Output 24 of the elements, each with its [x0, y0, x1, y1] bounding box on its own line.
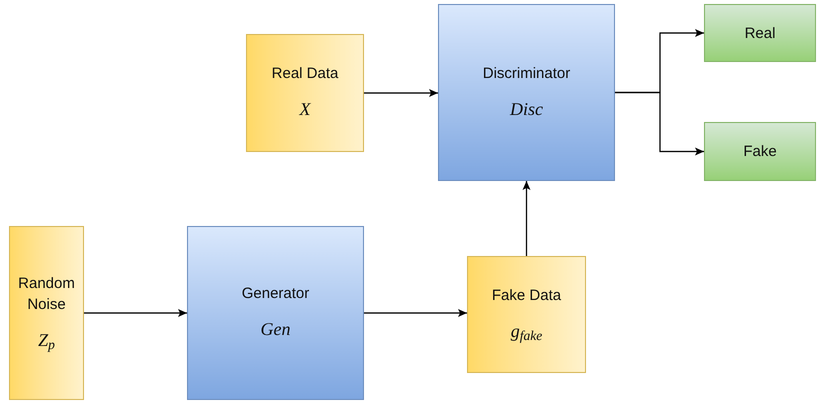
model-box — [438, 4, 615, 181]
node-title: Real Data — [272, 64, 338, 84]
math-symbol: Z$_{p}$ — [38, 328, 55, 354]
output-box — [704, 4, 816, 62]
model-box — [187, 226, 364, 400]
math-symbol: Disc — [510, 98, 543, 120]
data-box — [467, 256, 586, 373]
data-box — [9, 226, 84, 400]
node-title: Real — [744, 24, 776, 44]
node-title: Discriminator — [482, 64, 570, 84]
node-title: Fake — [743, 142, 777, 162]
arrow — [522, 181, 530, 256]
node-title: Fake Data — [492, 286, 562, 306]
math-symbol: X — [300, 98, 310, 121]
node-title: Random Noise — [17, 274, 76, 314]
arrow — [364, 309, 467, 317]
node-title: Generator — [242, 284, 310, 304]
data-box — [246, 34, 364, 152]
arrow — [364, 89, 438, 97]
math-symbol: Gen — [260, 318, 290, 341]
output-box — [704, 122, 816, 181]
arrow — [84, 309, 187, 317]
math-symbol: g$_{fake}$ — [510, 320, 542, 344]
arrow — [615, 92, 704, 156]
